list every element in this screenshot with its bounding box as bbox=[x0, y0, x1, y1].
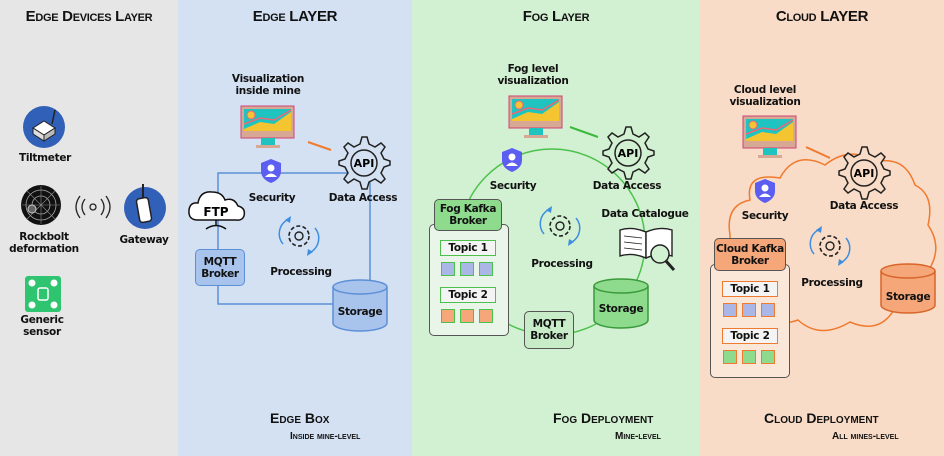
processing-gear-icon bbox=[539, 206, 581, 246]
security-shield-icon bbox=[755, 179, 775, 203]
partition-cell bbox=[441, 262, 455, 276]
gateway-icon bbox=[124, 184, 166, 229]
edge-connection-lines bbox=[217, 141, 371, 305]
layer-title: Cloud LAYER bbox=[775, 8, 869, 25]
tiltmeter-icon bbox=[23, 106, 65, 148]
data-catalogue-book-icon bbox=[619, 227, 676, 271]
mqtt-broker-box: MQTT Broker bbox=[524, 311, 574, 349]
data-catalogue-label: Data Catalogue bbox=[601, 208, 689, 220]
storage-cylinder-icon bbox=[880, 263, 936, 314]
footer-subtitle: Inside mine-level bbox=[290, 431, 361, 442]
layer-title: Fog Layer bbox=[522, 8, 590, 25]
wireless-signal-icon bbox=[75, 195, 111, 219]
ftp-cloud-icon: FTP bbox=[188, 191, 246, 230]
security-label: Security bbox=[489, 180, 537, 192]
partition-cell bbox=[723, 303, 737, 317]
fog-layer: Fog Layer Fog level visualization API Da… bbox=[412, 0, 700, 456]
storage-label: Storage bbox=[885, 291, 931, 303]
partition-cell bbox=[479, 309, 493, 323]
visualization-label: Cloud level visualization bbox=[729, 84, 801, 108]
partition-cell bbox=[761, 350, 775, 364]
security-shield-icon bbox=[502, 148, 522, 172]
partition-cell bbox=[460, 262, 474, 276]
storage-cylinder-icon bbox=[332, 279, 388, 332]
security-label: Security bbox=[248, 192, 296, 204]
visualization-label: Fog level visualization bbox=[497, 63, 569, 87]
partition-cell bbox=[723, 350, 737, 364]
processing-gear-icon bbox=[809, 226, 851, 266]
edge-layer: Edge LAYER Visualization inside mine API… bbox=[178, 0, 412, 456]
storage-cylinder-icon bbox=[593, 278, 649, 329]
device-label: Generic sensor bbox=[20, 314, 64, 338]
api-gear-icon: API bbox=[602, 126, 655, 180]
processing-label: Processing bbox=[801, 277, 863, 289]
generic-sensor-icon bbox=[25, 276, 61, 312]
processing-label: Processing bbox=[270, 266, 332, 278]
storage-label: Storage bbox=[337, 306, 383, 318]
processing-gear-icon bbox=[278, 216, 320, 256]
topic-1: Topic 1 bbox=[440, 240, 496, 256]
device-label: Gateway bbox=[119, 234, 169, 246]
processing-label: Processing bbox=[531, 258, 593, 270]
topic-2: Topic 2 bbox=[440, 287, 496, 303]
bidirectional-arrow-icon bbox=[569, 126, 599, 138]
layer-title: Edge Devices Layer bbox=[25, 8, 153, 25]
device-label: Tiltmeter bbox=[18, 152, 72, 164]
edge-devices-layer: Edge Devices Layer Tiltmeter Rockbolt de… bbox=[0, 0, 178, 456]
mqtt-broker-box: MQTT Broker bbox=[195, 249, 245, 286]
data-access-label: Data Access bbox=[592, 180, 662, 192]
api-gear-icon: API bbox=[838, 146, 891, 200]
device-label: Rockbolt deformation bbox=[9, 231, 79, 255]
cloud-layer: Cloud LAYER Cloud level visualization AP… bbox=[700, 0, 944, 456]
security-shield-icon bbox=[261, 159, 281, 183]
data-access-label: Data Access bbox=[328, 192, 398, 204]
cloud-outline bbox=[728, 146, 937, 332]
monitor-icon bbox=[742, 115, 797, 158]
svg-text:API: API bbox=[354, 157, 375, 170]
partition-cell bbox=[761, 303, 775, 317]
footer-subtitle: Mine-level bbox=[615, 431, 661, 442]
layer-title: Edge LAYER bbox=[252, 8, 338, 25]
monitor-icon bbox=[240, 105, 295, 148]
storage-label: Storage bbox=[598, 303, 644, 315]
partition-cell bbox=[479, 262, 493, 276]
bidirectional-arrow-icon bbox=[307, 141, 332, 151]
partition-cell bbox=[441, 309, 455, 323]
topic-1: Topic 1 bbox=[722, 281, 778, 297]
kafka-broker-header: Fog Kafka Broker bbox=[434, 199, 502, 231]
footer-title: Edge Box bbox=[270, 410, 330, 426]
kafka-broker-header: Cloud Kafka Broker bbox=[714, 238, 786, 271]
partition-cell bbox=[742, 350, 756, 364]
footer-title: Cloud Deployment bbox=[764, 410, 879, 426]
svg-text:FTP: FTP bbox=[203, 205, 228, 219]
api-gear-icon: API bbox=[338, 136, 391, 190]
topic-2: Topic 2 bbox=[722, 328, 778, 344]
svg-text:API: API bbox=[854, 167, 875, 180]
footer-title: Fog Deployment bbox=[553, 410, 654, 426]
monitor-icon bbox=[508, 95, 563, 138]
partition-cell bbox=[460, 309, 474, 323]
security-label: Security bbox=[741, 210, 789, 222]
partition-cell bbox=[742, 303, 756, 317]
rockbolt-icon bbox=[21, 185, 61, 225]
footer-subtitle: All mines-level bbox=[832, 431, 899, 442]
data-access-label: Data Access bbox=[829, 200, 899, 212]
bidirectional-arrow-icon bbox=[805, 146, 831, 159]
svg-text:API: API bbox=[618, 147, 639, 160]
visualization-label: Visualization inside mine bbox=[231, 73, 305, 97]
